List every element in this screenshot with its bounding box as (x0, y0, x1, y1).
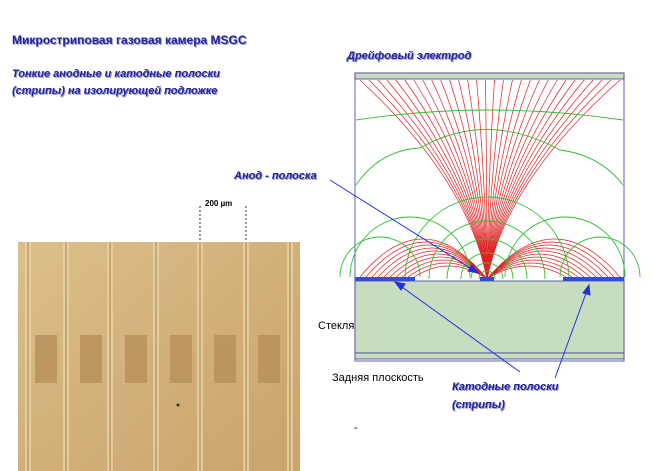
field-line (389, 253, 488, 280)
field-line (486, 265, 567, 280)
field-line (486, 79, 594, 280)
field-line (486, 262, 573, 280)
field-line (486, 244, 609, 280)
field-line (486, 79, 549, 280)
cathode-strip-right (563, 277, 624, 281)
equipotential-arc (355, 109, 624, 121)
equipotential-arc (470, 262, 504, 280)
field-line (401, 259, 488, 280)
field-simulation-panel (339, 72, 641, 362)
glass-substrate (354, 280, 625, 354)
field-line (407, 262, 488, 280)
field-line (359, 79, 488, 280)
field-line (377, 79, 488, 280)
equipotential-arc (428, 220, 546, 280)
field-line (404, 79, 488, 280)
field-line (386, 79, 488, 280)
field-line (486, 247, 603, 280)
field-line (440, 79, 488, 280)
anode-strip (480, 277, 494, 281)
field-line (368, 79, 488, 280)
field-lines (359, 79, 621, 280)
field-line (486, 79, 576, 280)
back-plane (354, 352, 625, 360)
equipotential-arc (559, 236, 641, 278)
field-line (458, 79, 488, 280)
field-line (449, 79, 488, 280)
field-line (486, 79, 522, 280)
pointer-arrows (329, 179, 591, 379)
field-line (422, 79, 488, 280)
field-line (486, 79, 621, 280)
field-line (486, 256, 585, 280)
field-line (486, 79, 558, 280)
field-line (486, 79, 540, 280)
field-line (413, 79, 488, 280)
equipotential-arc (504, 216, 626, 278)
field-line (476, 79, 488, 280)
drift-electrode-label: Дрейфовый электрод (347, 50, 472, 62)
field-line (486, 79, 612, 280)
field-line (486, 79, 603, 280)
field-line (486, 241, 615, 280)
page-title: Микростриповая газовая камера MSGC (12, 33, 247, 47)
equipotential-arc (355, 129, 624, 186)
microscope-photo (18, 242, 300, 471)
photo-anode-pad (170, 335, 192, 383)
photo-anode-pad (214, 335, 236, 383)
field-line (486, 79, 513, 280)
anode-label: Анод - полоска (234, 170, 317, 182)
equipotential-arc (446, 238, 528, 280)
field-line (413, 265, 488, 280)
scale-bar (199, 206, 247, 242)
photo-anode-pad (125, 335, 147, 383)
field-line (395, 79, 488, 280)
field-line (486, 79, 504, 280)
equipotential-arc (339, 236, 421, 278)
equipotential-arc (478, 270, 496, 280)
cathode-label-line-1: Катодные полоски (452, 381, 559, 393)
equipotential-lines (339, 109, 641, 280)
field-line (486, 79, 567, 280)
field-line (486, 79, 531, 280)
subtitle-line-1: Тонкие анодные и катодные полоски (12, 68, 220, 80)
field-line (486, 79, 585, 280)
equipotential-arc (404, 196, 570, 280)
photo-anode-pad (35, 335, 57, 383)
field-line (485, 79, 488, 280)
field-line (467, 79, 488, 280)
equipotential-arc (349, 216, 471, 278)
field-line (486, 253, 591, 280)
cathode-label-line-2: (стрипы) (452, 399, 505, 411)
equipotential-arc (460, 252, 514, 280)
subtitle-line-2: (стрипы) на изолирующей подложке (12, 85, 218, 97)
cathode-strip-left (355, 277, 415, 281)
drift-electrode (354, 72, 625, 80)
scale-label: 200 µm (205, 199, 233, 208)
field-line (431, 79, 488, 280)
photo-anode-pad (258, 335, 280, 383)
field-line (377, 247, 488, 280)
photo-anode-pad (80, 335, 102, 383)
field-line (486, 79, 495, 280)
back-plane-label: Задняя плоскость (332, 372, 424, 384)
dash-mark: - (354, 422, 358, 434)
